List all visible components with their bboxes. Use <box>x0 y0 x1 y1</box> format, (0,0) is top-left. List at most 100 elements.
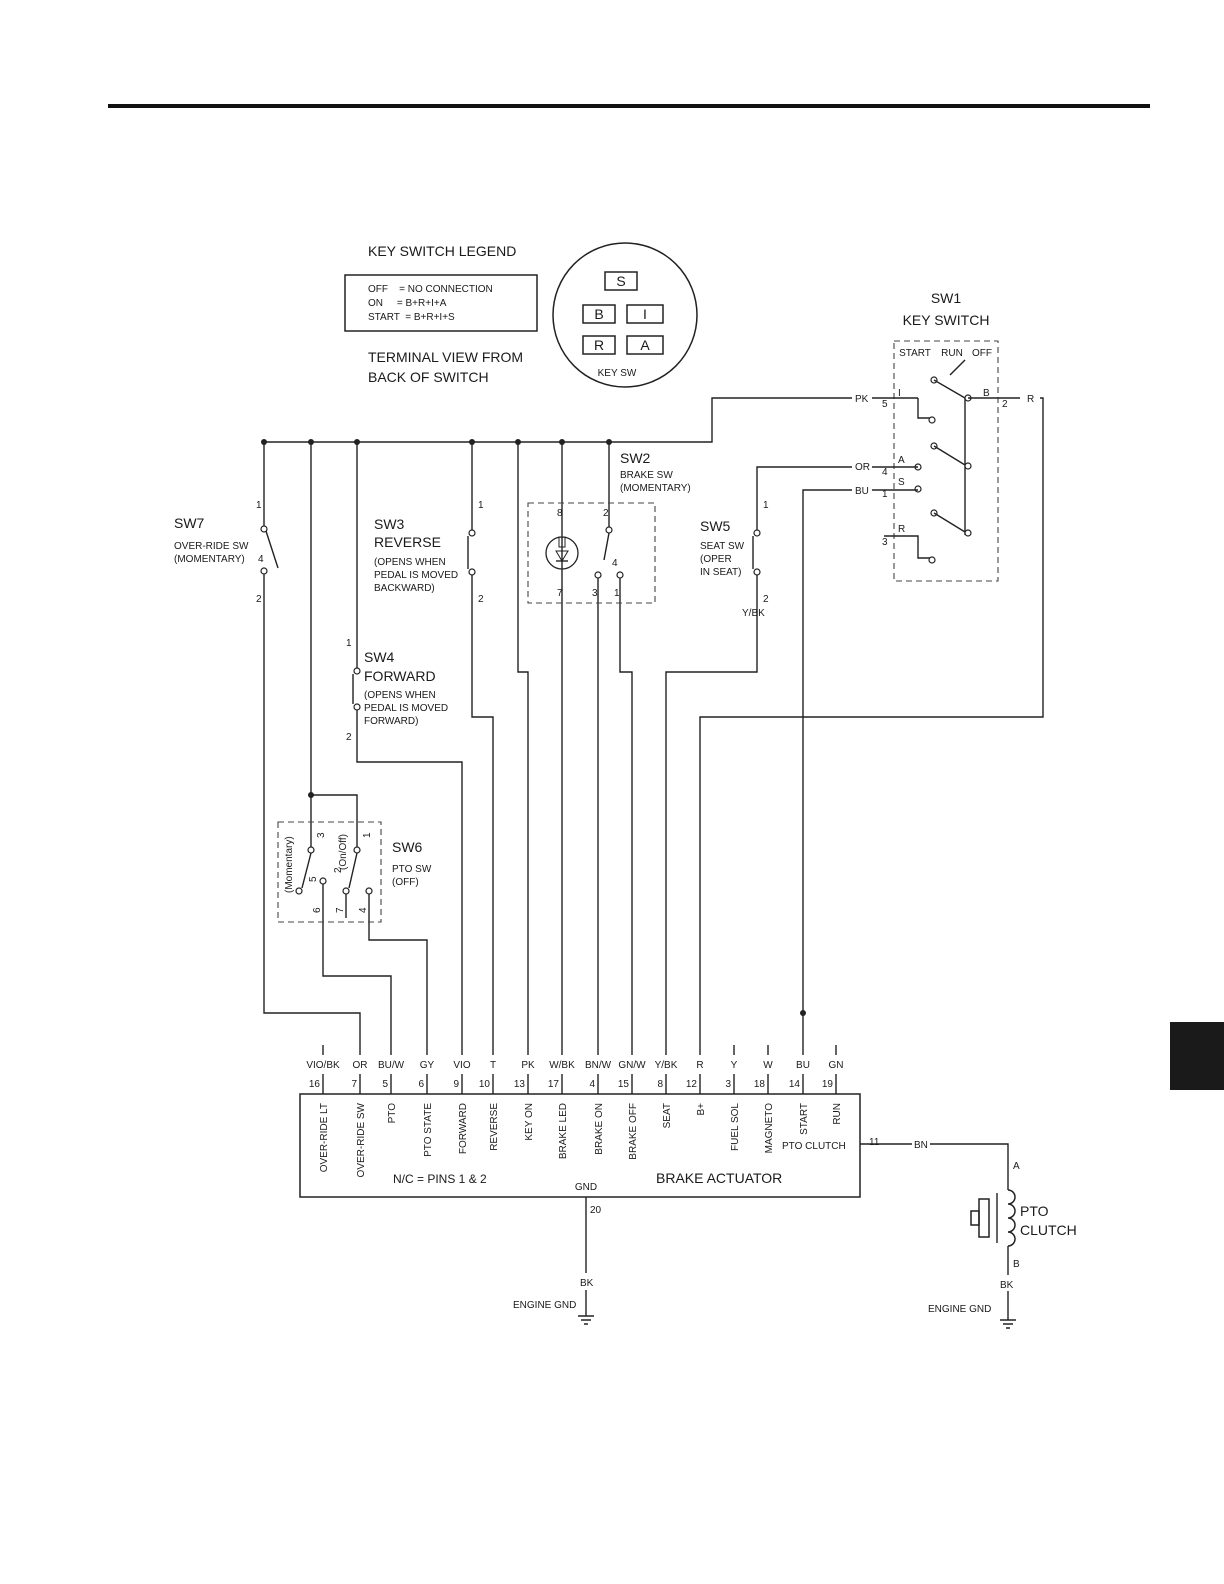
start-junction <box>800 1010 806 1016</box>
connector-pin-function: RUN <box>832 1103 843 1125</box>
pto-coil-icon <box>1007 1189 1016 1247</box>
sw1-pin-1: 1 <box>882 489 888 500</box>
pto-armature-icon <box>978 1198 990 1238</box>
sw3-out-wire <box>471 575 494 1055</box>
connector-wire-color: T <box>490 1060 496 1071</box>
sw1-contact-i <box>917 398 930 419</box>
connector-pin-number: 13 <box>514 1079 526 1090</box>
section-tab <box>1170 1022 1224 1090</box>
terminal-s-label: S <box>616 273 625 289</box>
sw4-id: SW4 <box>364 649 395 665</box>
connector-pin-function: OVER-RIDE LT <box>319 1103 330 1172</box>
sw4-note-1: (OPENS WHEN <box>364 690 436 701</box>
sw7-pin-4: 4 <box>258 554 264 565</box>
sw5-id: SW5 <box>700 518 731 534</box>
sw1-name: KEY SWITCH <box>903 312 990 328</box>
connector-wire-color: BU <box>796 1060 810 1071</box>
sw1-node-r <box>928 556 936 564</box>
wire-label-or: OR <box>855 462 870 473</box>
key-switch-face: S B I R A KEY SW <box>552 242 698 388</box>
sw7-name: OVER-RIDE SW <box>174 541 249 552</box>
sw1-letter-i: I <box>898 388 901 399</box>
key-on-wire <box>517 442 529 1055</box>
sw1-pin-3: 3 <box>882 537 888 548</box>
sw7-contact-bottom <box>260 567 268 575</box>
sw5-wire-label: Y/BK <box>742 608 765 619</box>
connector-wire-color: Y/BK <box>655 1060 678 1071</box>
pto-clutch: BN A PTO CLUTCH B BK ENGINE GND <box>860 1140 1077 1329</box>
sw1-key-switch: SW1 KEY SWITCH START RUN OFF I B A S R <box>855 290 1034 582</box>
sw4-pin-2: 2 <box>346 732 352 743</box>
sw3-id: SW3 <box>374 516 405 532</box>
sw6-contact-5 <box>295 887 303 895</box>
sw1-blade-1 <box>933 379 966 399</box>
sw1-letter-b: B <box>983 388 990 399</box>
pto-gnd-wire-label: BK <box>1000 1280 1014 1291</box>
terminal-s-box <box>604 271 638 291</box>
sw3-name: REVERSE <box>374 534 441 550</box>
connector-pin-number: 6 <box>418 1079 424 1090</box>
pto-terminal-a: A <box>1013 1161 1020 1172</box>
sw3-note-1: (OPENS WHEN <box>374 557 446 568</box>
sw2-contact-on <box>594 571 602 579</box>
sw1-blade-2 <box>933 445 966 466</box>
connector-wire-color: Y <box>731 1060 738 1071</box>
sw3-contact-top <box>468 529 476 537</box>
header-rule <box>108 104 1150 108</box>
sw5-pin-2: 2 <box>763 594 769 605</box>
sw2-pin-2: 2 <box>603 508 609 519</box>
pto-clutch-name-1: PTO <box>1020 1203 1049 1219</box>
key-face-circle <box>552 242 698 388</box>
sw6-contact-2 <box>342 887 350 895</box>
connector-pin-function: FUEL SOL <box>730 1103 741 1151</box>
sw1-node-s <box>914 485 922 493</box>
sw6-pin-6: 6 <box>312 907 323 913</box>
sw3-pin-1: 1 <box>478 500 484 511</box>
wire-label-pk: PK <box>855 394 869 405</box>
connector-pin-number: 5 <box>382 1079 388 1090</box>
sw4-note-2: PEDAL IS MOVED <box>364 703 448 714</box>
sw6-mode-momentary: (Momentary) <box>284 836 295 893</box>
connector-pin-number: 3 <box>725 1079 731 1090</box>
sw2-contact-off <box>616 571 624 579</box>
actuator-ground: BK ENGINE GND <box>513 1197 594 1325</box>
sw3-contact-bottom <box>468 568 476 576</box>
sw1-node-i <box>928 416 936 424</box>
sw1-contact-r <box>884 535 930 559</box>
sw1-letter-s: S <box>898 477 905 488</box>
sw1-blade-3 <box>933 512 966 533</box>
connector-wire-color: BN/W <box>585 1060 612 1071</box>
brake-off-wire <box>619 600 633 1055</box>
connector-pin-number: 15 <box>618 1079 630 1090</box>
connector-pin-number: 19 <box>822 1079 834 1090</box>
key-switch-legend: KEY SWITCH LEGEND OFF = NO CONNECTION ON… <box>344 243 538 385</box>
sw5-name: SEAT SW <box>700 541 745 552</box>
sw7-override-switch: SW7 OVER-RIDE SW (MOMENTARY) 1 4 2 <box>174 500 279 605</box>
sw5-feed-wire <box>756 466 852 530</box>
legend-box <box>344 274 538 332</box>
brake-actuator-name: BRAKE ACTUATOR <box>656 1170 782 1186</box>
sw2-brake-switch: SW2 BRAKE SW (MOMENTARY) 8 2 7 3 1 4 <box>527 450 691 604</box>
connector-wire-color: W/BK <box>549 1060 575 1071</box>
connector-pin-function: B+ <box>696 1103 707 1116</box>
connector-wire-color: R <box>696 1060 703 1071</box>
sw2-blade <box>603 532 610 561</box>
connector-pin-function: BRAKE LED <box>558 1103 569 1159</box>
sw6-bridge-wire <box>311 794 358 847</box>
sw6-pin-2: 2 <box>333 867 344 873</box>
pto-wire-label: BN <box>914 1140 928 1151</box>
sw1-node-s-common <box>964 529 972 537</box>
connector-pin-function: OVER-RIDE SW <box>356 1102 367 1177</box>
connector-pin-number: 10 <box>479 1079 491 1090</box>
sw5-contact-top <box>753 529 761 537</box>
sw2-pin-8: 8 <box>557 508 563 519</box>
sw1-id: SW1 <box>931 290 962 306</box>
connector-wire-color: VIO/BK <box>306 1060 340 1071</box>
gnd-wire-label: BK <box>580 1278 594 1289</box>
seat-wire <box>665 575 758 1055</box>
terminal-b-label: B <box>594 306 603 322</box>
sw4-pin-1: 1 <box>346 638 352 649</box>
sw4-name: FORWARD <box>364 668 436 684</box>
brake-led-diode <box>555 550 569 562</box>
